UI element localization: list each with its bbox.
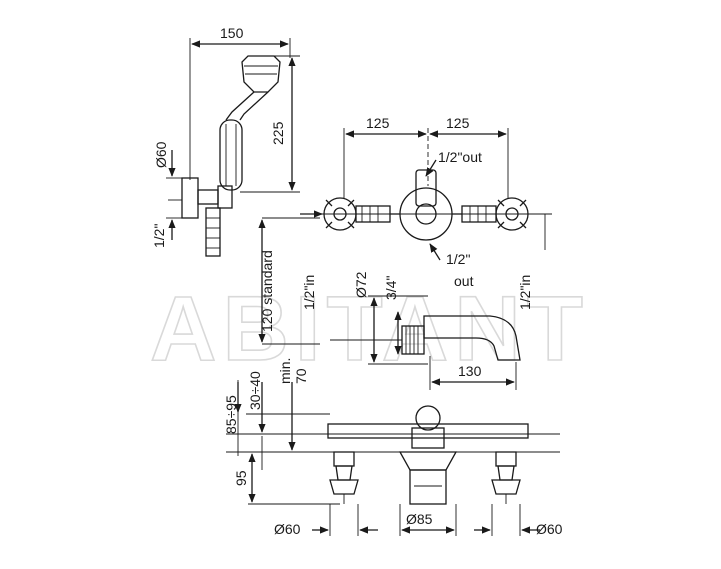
center-base-label: Ø85 xyxy=(406,511,433,527)
shower-height-label: 225 xyxy=(270,121,286,145)
holder-diameter-dimension: Ø60 xyxy=(153,141,182,240)
inlet-spacing-dimension: 120 standard 1/2"in 1/2"in xyxy=(258,210,546,345)
shower-width-dimension: 150 xyxy=(189,25,291,180)
shower-width-label: 150 xyxy=(220,25,244,41)
holder-inlet-label: 1/2" xyxy=(151,224,167,248)
valve-body-front xyxy=(300,169,552,241)
shower-height-dimension: 225 xyxy=(240,55,300,193)
deck-front-view xyxy=(226,405,560,505)
right-base-label: Ø60 xyxy=(536,521,563,537)
outlet-labels: 1/2"out 1/2" out xyxy=(425,149,482,289)
deck-height-dimensions: 85÷95 30÷40 min. 70 95 xyxy=(223,358,309,503)
left-base-label: Ø60 xyxy=(274,521,301,537)
outlet-bottom-label: 1/2" xyxy=(446,251,470,267)
valve-spacing-dimension: 125 125 xyxy=(343,115,509,198)
base-diameter-dimensions: Ø60 Ø85 Ø60 xyxy=(274,504,563,537)
hand-shower xyxy=(181,55,281,257)
outlet-top-label: 1/2"out xyxy=(438,149,482,165)
right-inlet-label: 1/2"in xyxy=(517,275,533,310)
outlet-bottom-word: out xyxy=(454,273,474,289)
holder-diameter-label: Ø60 xyxy=(153,141,169,168)
valve-left-spacing-label: 125 xyxy=(366,115,390,131)
left-inlet-label: 1/2"in xyxy=(301,275,317,310)
range-upper-label: 85÷95 xyxy=(223,395,239,434)
spout-thread-label: 3/4" xyxy=(383,276,399,300)
min-label: min. xyxy=(277,358,293,384)
range-lower-label: 30÷40 xyxy=(247,371,263,410)
spout-side xyxy=(330,315,521,361)
watermark: ABITANT xyxy=(150,278,589,380)
spout-dimensions: Ø72 3/4" 130 xyxy=(353,271,517,390)
holder-inlet-dimension: 1/2" xyxy=(151,199,182,248)
spout-length-label: 130 xyxy=(458,363,482,379)
min-value-label: 70 xyxy=(293,368,309,384)
spout-diameter-label: Ø72 xyxy=(353,271,369,298)
valve-right-spacing-label: 125 xyxy=(446,115,470,131)
standard-spacing-label: 120 standard xyxy=(259,250,275,332)
deck-height-label: 95 xyxy=(233,470,249,486)
